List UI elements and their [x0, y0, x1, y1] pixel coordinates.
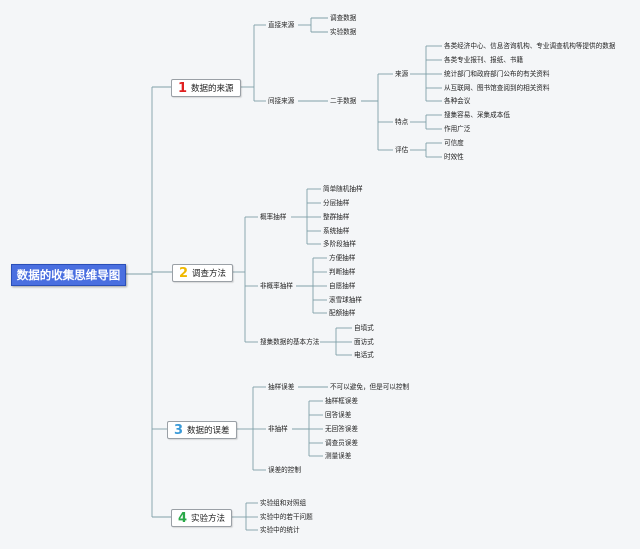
node-nonprobability-sampling[interactable]: 非概率抽样 [260, 281, 293, 290]
branch-number: 1 [178, 80, 188, 96]
branch-label: 数据的误差 [187, 426, 230, 436]
leaf-source-4[interactable]: 从互联网、图书馆查阅到的相关资料 [444, 83, 550, 92]
leaf-timeliness[interactable]: 时效性 [444, 152, 464, 161]
leaf-feature-easy[interactable]: 搜集容易、采集成本低 [444, 110, 510, 119]
leaf-probability-1[interactable]: 简单随机抽样 [323, 184, 363, 193]
node-probability-sampling[interactable]: 概率抽样 [260, 212, 287, 221]
leaf-method-2[interactable]: 面访式 [354, 337, 374, 346]
leaf-probability-5[interactable]: 多阶段抽样 [323, 239, 356, 248]
leaf-method-3[interactable]: 电话式 [354, 350, 374, 359]
leaf-experiment-1[interactable]: 实验组和对照组 [260, 498, 307, 507]
leaf-experiment-data[interactable]: 实验数据 [330, 27, 357, 36]
leaf-probability-4[interactable]: 系统抽样 [323, 226, 350, 235]
leaf-source-3[interactable]: 统计部门和政府部门公布的有关资料 [444, 69, 550, 78]
leaf-nonprobability-1[interactable]: 方便抽样 [329, 253, 356, 262]
leaf-nonprobability-2[interactable]: 判断抽样 [329, 267, 356, 276]
leaf-source-1[interactable]: 各类经济中心、信息咨询机构、专业调查机构等提供的数据 [444, 41, 616, 50]
branch-label: 调查方法 [192, 269, 227, 279]
branch-number: 3 [174, 422, 184, 438]
leaf-nonsampling-2[interactable]: 回答误差 [325, 410, 352, 419]
leaf-nonsampling-5[interactable]: 测量误差 [325, 451, 352, 460]
leaf-nonprobability-5[interactable]: 配额抽样 [329, 308, 356, 317]
leaf-probability-3[interactable]: 整群抽样 [323, 212, 350, 221]
leaf-nonprobability-4[interactable]: 滚雪球抽样 [329, 295, 362, 304]
branch-label: 数据的来源 [191, 84, 234, 94]
leaf-credibility[interactable]: 可信度 [444, 138, 464, 147]
leaf-source-2[interactable]: 各类专业报刊、报纸、书籍 [444, 55, 524, 64]
node-features[interactable]: 特点 [395, 117, 409, 126]
node-indirect-source[interactable]: 间接来源 [268, 96, 295, 105]
leaf-nonsampling-3[interactable]: 无回答误差 [325, 424, 358, 433]
leaf-probability-2[interactable]: 分层抽样 [323, 198, 350, 207]
leaf-source-5[interactable]: 各种会议 [444, 96, 471, 105]
leaf-feature-wide[interactable]: 作用广泛 [444, 124, 471, 133]
branch-label: 实验方法 [191, 514, 226, 524]
leaf-experiment-3[interactable]: 实验中的统计 [260, 525, 300, 534]
leaf-experiment-2[interactable]: 实验中的若干问题 [260, 512, 313, 521]
branch-number: 2 [179, 265, 189, 281]
node-direct-source[interactable]: 直接来源 [268, 20, 295, 29]
node-error-control[interactable]: 误差的控制 [268, 465, 301, 474]
node-secondhand-data[interactable]: 二手数据 [330, 96, 357, 105]
leaf-method-1[interactable]: 自填式 [354, 323, 374, 332]
leaf-nonsampling-4[interactable]: 调查员误差 [325, 438, 358, 447]
node-evaluation[interactable]: 评估 [395, 145, 409, 154]
branch-number: 4 [178, 510, 188, 526]
node-sampling-error[interactable]: 抽样误差 [268, 382, 295, 391]
leaf-survey-data[interactable]: 调查数据 [330, 13, 357, 22]
leaf-unavoidable-controllable[interactable]: 不可以避免，但是可以控制 [330, 382, 410, 391]
root-node[interactable]: 数据的收集思维导图 [11, 264, 126, 286]
leaf-nonprobability-3[interactable]: 自愿抽样 [329, 281, 356, 290]
node-source[interactable]: 来源 [395, 69, 409, 78]
node-basic-collection-methods[interactable]: 搜集数据的基本方法 [260, 337, 320, 346]
node-nonsampling-error[interactable]: 非抽样 [268, 424, 288, 433]
leaf-nonsampling-1[interactable]: 抽样框误差 [325, 396, 358, 405]
